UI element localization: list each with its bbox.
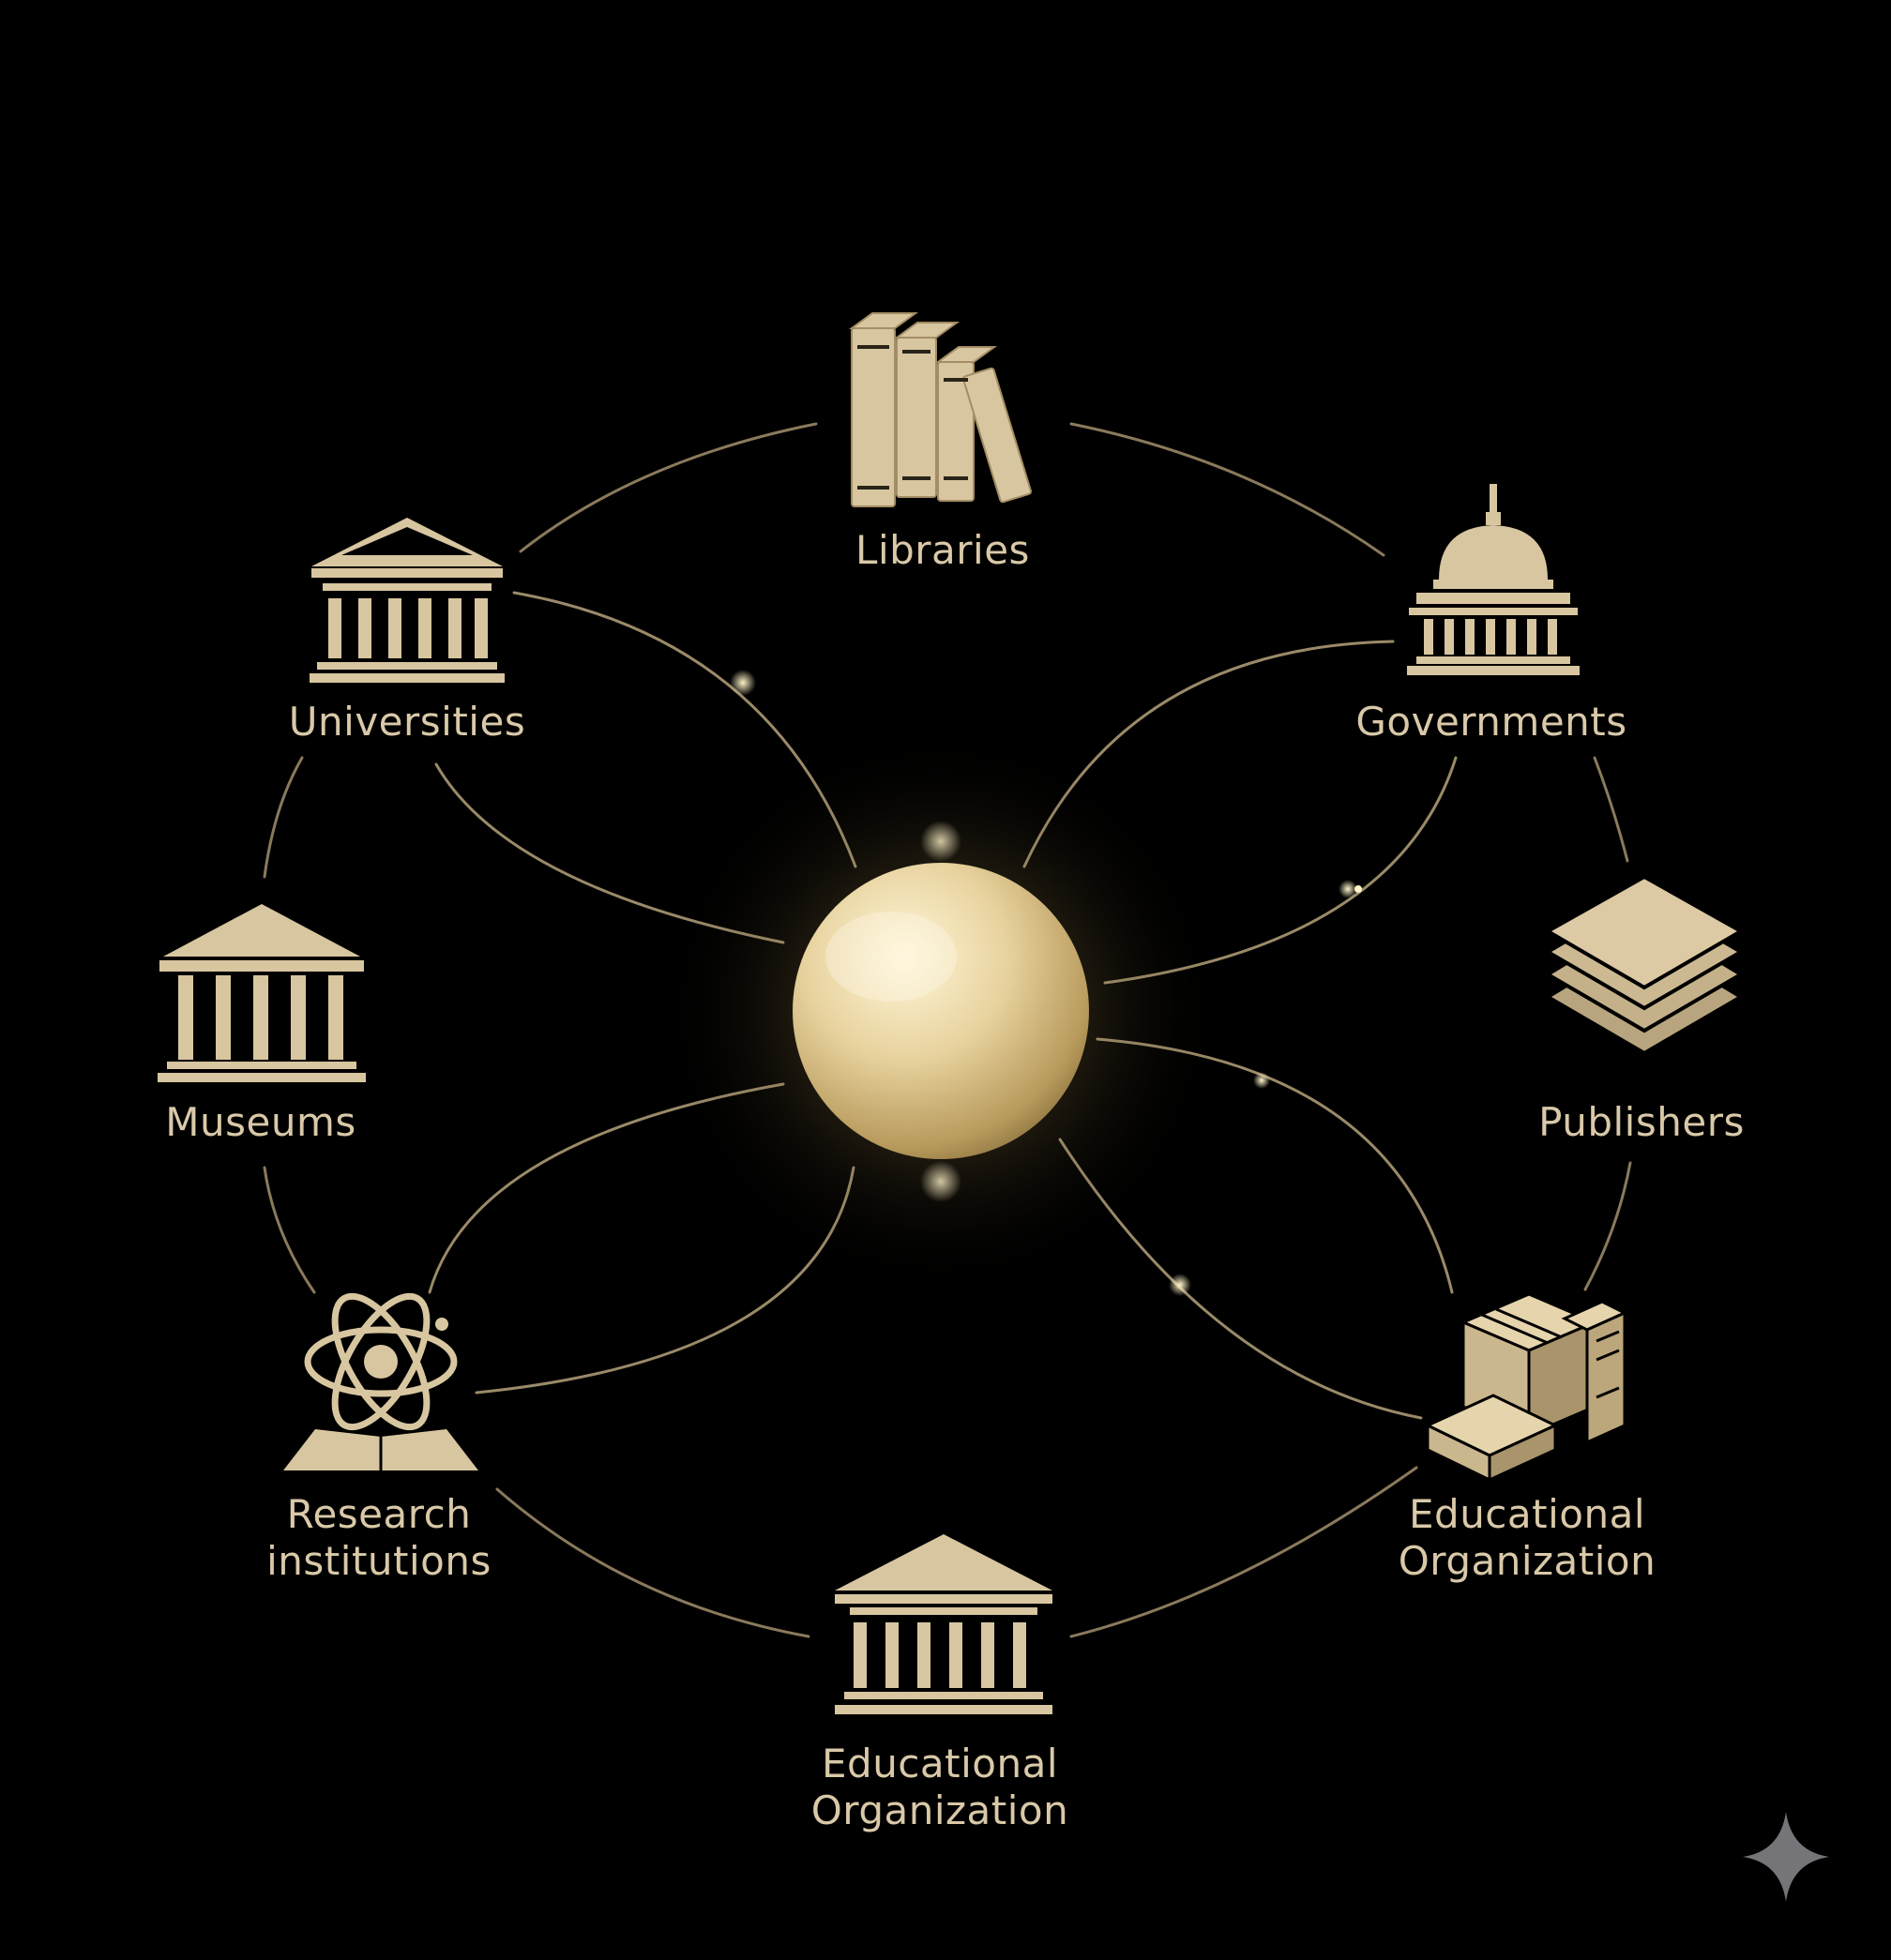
label-educational-organization-right: Educational Organization bbox=[1398, 1491, 1657, 1584]
sparkle-icon bbox=[1743, 1812, 1829, 1902]
line-sparkles bbox=[730, 670, 1362, 1296]
university-building-icon bbox=[310, 518, 505, 683]
label-universities: Universities bbox=[288, 699, 526, 745]
straight-rays bbox=[355, 587, 1538, 1500]
sphere-highlight bbox=[825, 912, 957, 1002]
label-research-institutions: Research institutions bbox=[266, 1491, 492, 1584]
label-publishers: Publishers bbox=[1538, 1099, 1745, 1145]
label-governments: Governments bbox=[1355, 699, 1627, 745]
label-educational-organization-bottom: Educational Organization bbox=[810, 1741, 1069, 1833]
stacked-layers-icon bbox=[1546, 877, 1743, 1055]
books-icon bbox=[848, 312, 1032, 507]
atom-book-icon bbox=[283, 1292, 478, 1470]
label-libraries: Libraries bbox=[855, 527, 1030, 573]
boxes-and-books-icon bbox=[1426, 1292, 1628, 1482]
central-sphere bbox=[793, 863, 1089, 1159]
label-museums: Museums bbox=[165, 1099, 356, 1145]
outer-ring bbox=[263, 422, 1632, 1638]
columned-building-icon bbox=[835, 1534, 1052, 1714]
capitol-dome-icon bbox=[1407, 484, 1580, 675]
temple-icon bbox=[158, 904, 366, 1082]
